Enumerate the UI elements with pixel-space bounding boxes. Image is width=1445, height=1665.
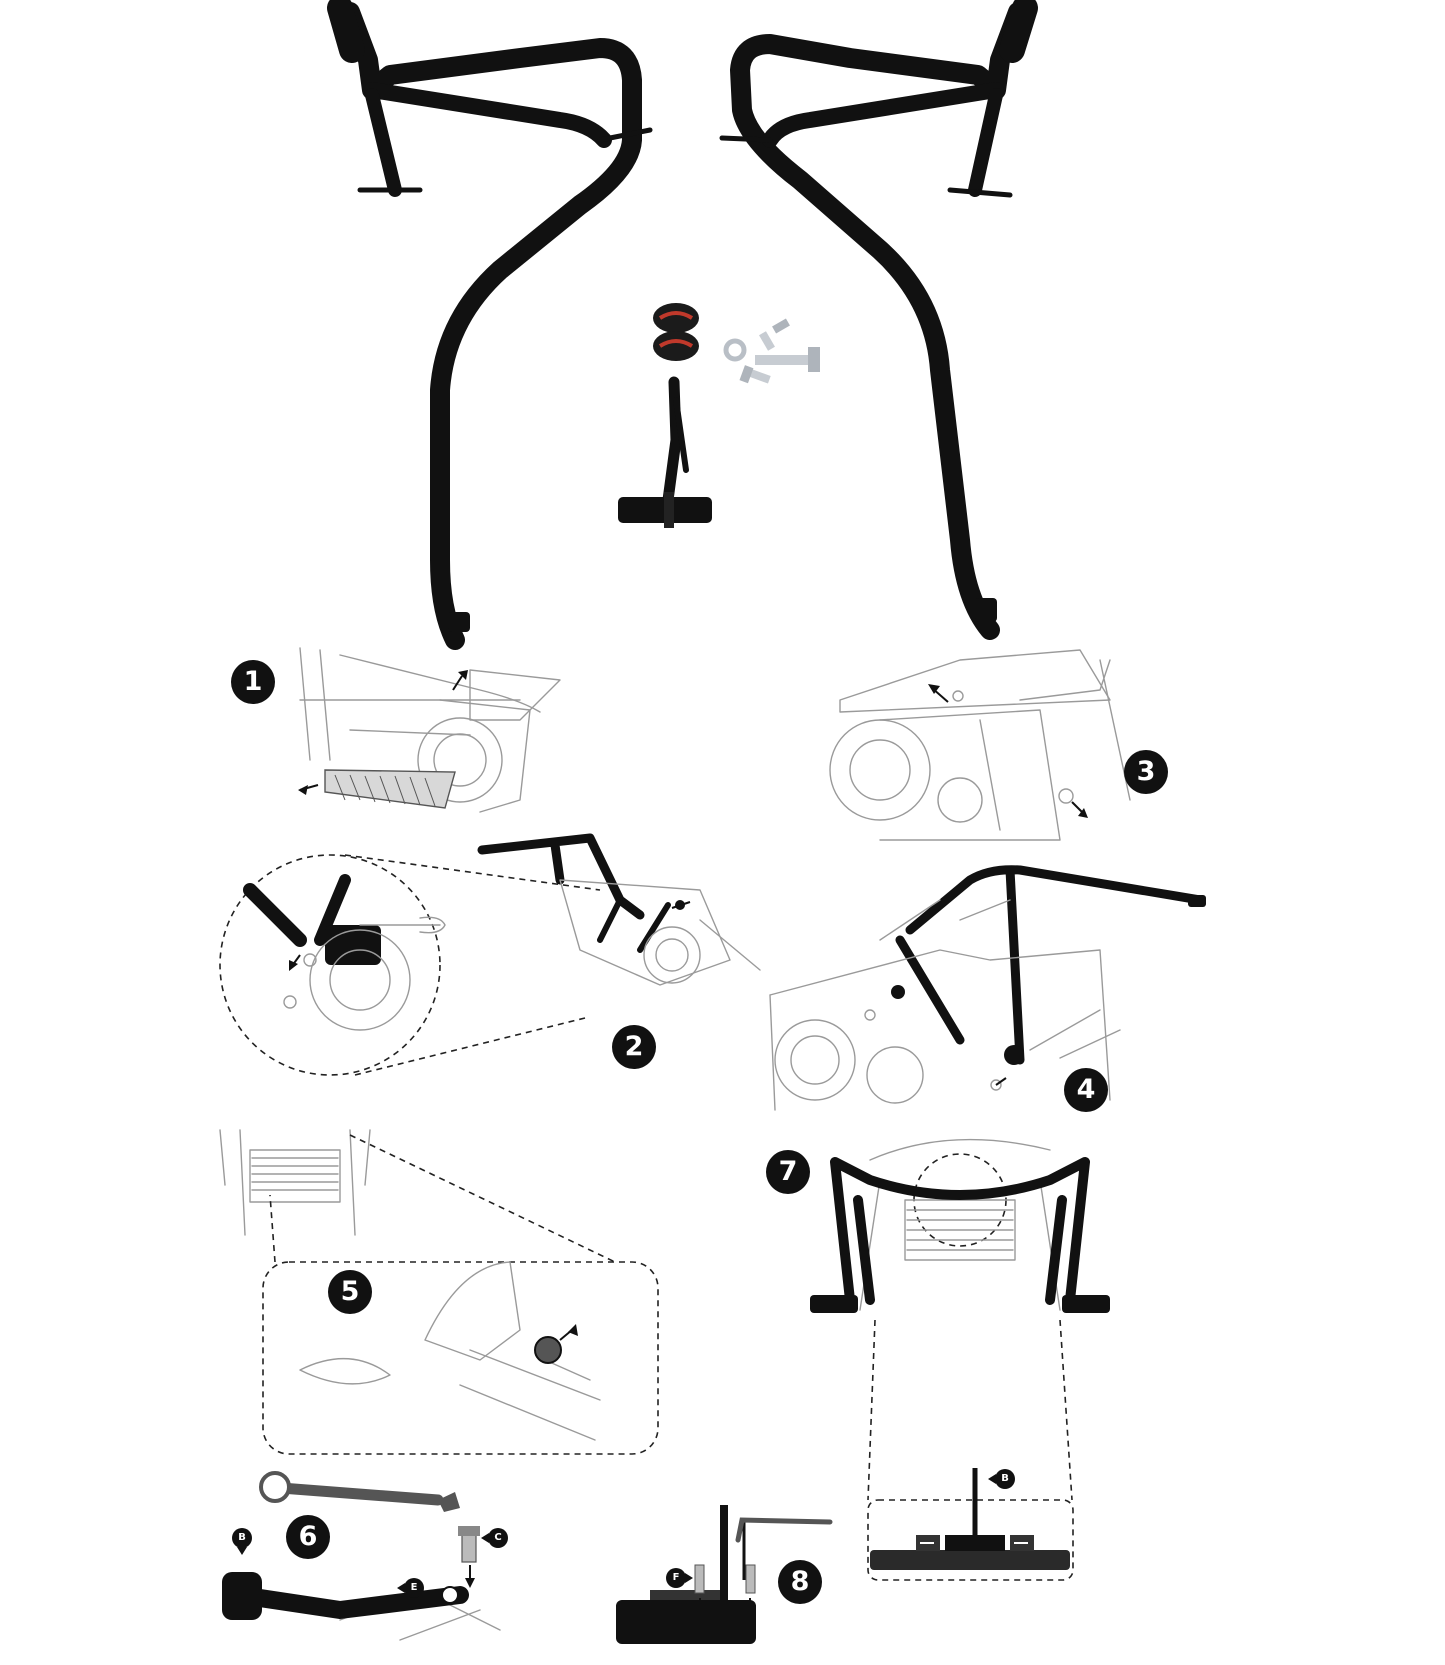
crash-bar-left [327,0,653,650]
hardware-kit [618,303,820,528]
step-1-sketch [298,647,561,813]
step-badge-4: 4 [1064,1068,1108,1112]
bolt-short-2 [739,365,771,384]
step-badge-7: 7 [766,1150,810,1194]
step-badge-1: 1 [231,660,275,704]
wrench [259,1471,460,1512]
right-bar-foot [975,598,997,622]
logo-emblem-1 [653,303,699,333]
part-tag-step6-c: C [481,1528,508,1548]
step-badge-3: 3 [1124,750,1168,794]
step-2-sketch [219,833,761,1076]
step-badge-2: 2 [612,1025,656,1069]
washer [723,338,747,362]
step-3-sketch [829,649,1131,841]
part-tag-step8-f: F [666,1568,693,1588]
part-tag-step6-e: E [397,1578,424,1598]
bolt-long [755,347,820,372]
part-tag-step6-b: B [232,1528,252,1555]
step-badge-6: 6 [286,1515,330,1559]
step-6-sketch [222,1471,501,1641]
hex-key [735,1517,833,1543]
left-bar-foot [448,612,470,632]
step-7-sketch [810,1138,1110,1581]
center-bracket [618,376,712,528]
step-4-sketch [769,865,1206,1111]
logo-emblem-2 [653,331,699,361]
step-badge-5: 5 [328,1270,372,1314]
crash-bar-right [719,0,1038,640]
step-8-sketch [616,1505,833,1644]
bolt-short-1 [759,318,790,351]
step-5-sketch [219,1129,659,1455]
step-badge-8: 8 [778,1560,822,1604]
part-tag-step7-b: B [988,1469,1015,1489]
